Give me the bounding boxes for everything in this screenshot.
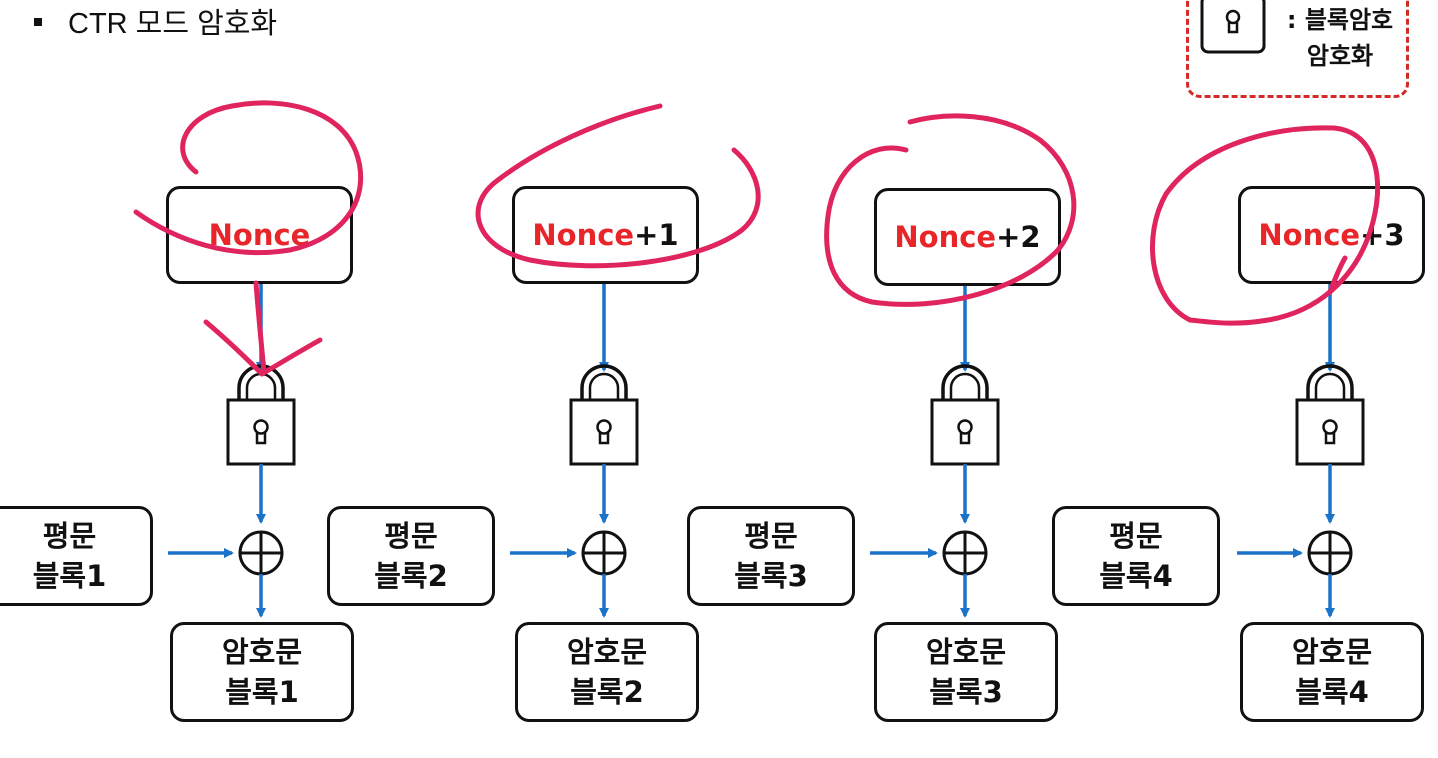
plaintext-line-1: 평문 — [42, 519, 97, 553]
plaintext-line-2: 블록3 — [734, 559, 808, 593]
ciphertext-line-1: 암호문 — [221, 635, 303, 669]
bullet — [34, 18, 42, 27]
ciphertext-line-1: 암호문 — [566, 635, 648, 669]
plaintext-line-2: 블록2 — [374, 559, 448, 593]
plaintext-line-1: 평문 — [384, 519, 438, 553]
ciphertext-line-2: 블록1 — [225, 675, 299, 709]
legend-box — [1186, 0, 1409, 98]
column-1-flow — [168, 284, 296, 618]
nonce-box-1: Nonce — [166, 186, 353, 284]
ciphertext-line-1: 암호문 — [1291, 635, 1373, 669]
nonce-label: Nonce — [1258, 218, 1361, 252]
column-3-flow — [870, 286, 1000, 618]
xor-icon — [581, 530, 627, 576]
lock-icon — [930, 364, 1000, 466]
check-annotation-1 — [203, 319, 323, 377]
nonce-suffix: +1 — [634, 218, 679, 252]
plaintext-line-2: 블록4 — [1099, 559, 1173, 593]
title-text: CTR 모드 암호화 — [68, 8, 278, 40]
plaintext-line-1: 평문 — [744, 519, 798, 553]
nonce-box-4: Nonce+3 — [1238, 186, 1425, 284]
plaintext-line-2: 블록1 — [32, 559, 107, 593]
xor-icon — [238, 530, 284, 576]
nonce-box-2: Nonce+1 — [512, 186, 699, 284]
column-4-flow — [1237, 284, 1365, 618]
xor-icon — [942, 530, 988, 576]
lock-icon — [1295, 364, 1365, 466]
ciphertext-line-2: 블록2 — [570, 675, 644, 709]
ciphertext-line-2: 블록3 — [929, 675, 1003, 709]
nonce-label: Nonce — [894, 220, 997, 254]
nonce-suffix: +2 — [996, 220, 1041, 254]
stroke-annotation-1 — [253, 280, 267, 375]
nonce-label: Nonce — [208, 218, 311, 252]
nonce-box-3: Nonce+2 — [874, 188, 1061, 286]
lock-icon — [569, 364, 639, 466]
legend-line-2: 암호화 — [1306, 42, 1374, 70]
ciphertext-line-1: 암호문 — [925, 635, 1007, 669]
legend-line-1: : 블록암호 — [1286, 6, 1394, 34]
nonce-label: Nonce — [532, 218, 635, 252]
page-title: CTR 모드 암호화 — [34, 0, 277, 42]
nonce-suffix: +3 — [1360, 218, 1405, 252]
ciphertext-line-2: 블록4 — [1295, 675, 1369, 709]
lock-icon — [226, 364, 296, 466]
column-2-flow — [510, 284, 639, 618]
xor-icon — [1307, 530, 1353, 576]
legend-text: : 블록암호 암호화 — [1285, 2, 1395, 74]
plaintext-line-1: 평문 — [1109, 519, 1163, 553]
